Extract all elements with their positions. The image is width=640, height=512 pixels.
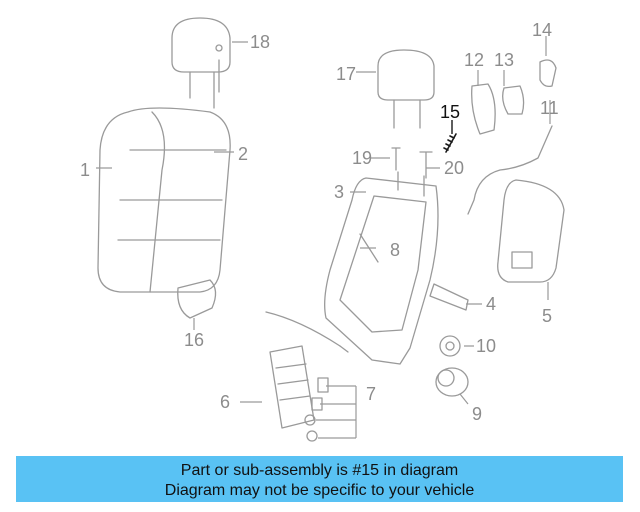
callout-12: 12 <box>464 50 484 70</box>
seat-back-cushion <box>97 107 231 293</box>
back-panel-5 <box>497 179 565 283</box>
callout-8: 8 <box>390 240 400 260</box>
knob-14 <box>539 59 557 88</box>
callout-19: 19 <box>352 148 372 168</box>
knob-9 <box>435 367 469 397</box>
recliner-6 <box>265 311 341 429</box>
callout-17: 17 <box>336 64 356 84</box>
pin-19 <box>391 147 401 171</box>
callout-15-highlighted: 15 <box>440 102 460 122</box>
pin-20 <box>419 151 433 179</box>
callout-10: 10 <box>476 336 496 356</box>
callout-14: 14 <box>532 20 552 40</box>
part-15 <box>443 133 457 153</box>
info-banner: Part or sub-assembly is #15 in diagram D… <box>16 456 623 502</box>
callout-9: 9 <box>472 404 482 424</box>
headrest-17 <box>377 49 435 129</box>
hardware-7 <box>304 345 349 442</box>
callout-4: 4 <box>486 294 496 314</box>
callout-3: 3 <box>334 182 344 202</box>
callout-1: 1 <box>80 160 90 180</box>
leader-lines <box>96 36 551 439</box>
knob-10 <box>439 335 461 357</box>
banner-line-part: Part or sub-assembly is #15 in diagram <box>180 462 459 479</box>
switch-13 <box>502 85 525 115</box>
callout-6: 6 <box>220 392 230 412</box>
callout-20: 20 <box>444 158 464 178</box>
switch-cover-12 <box>471 83 496 135</box>
callout-16: 16 <box>184 330 204 350</box>
headrest-18 <box>171 17 231 109</box>
callout-11: 11 <box>540 98 559 118</box>
callout-18: 18 <box>250 32 270 52</box>
banner-line-disclaimer: Diagram may not be specific to your vehi… <box>164 482 475 499</box>
strap-4 <box>429 283 469 311</box>
cable-11 <box>467 125 553 215</box>
callout-2: 2 <box>238 144 248 164</box>
callout-7: 7 <box>366 384 376 404</box>
callout-13: 13 <box>494 50 514 70</box>
bracket-16 <box>177 279 217 319</box>
callout-5: 5 <box>542 306 552 326</box>
